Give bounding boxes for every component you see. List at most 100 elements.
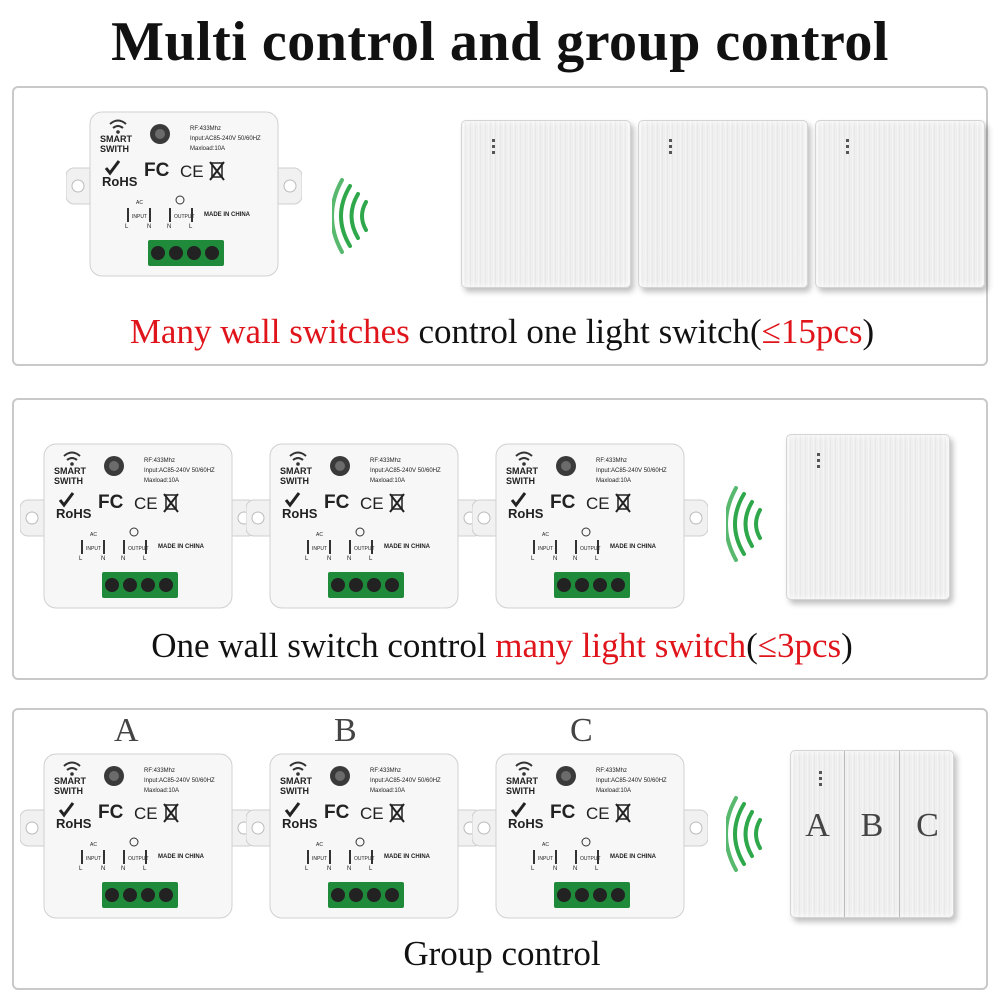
module-made-in: MADE IN CHINA [610, 854, 656, 860]
page-title: Multi control and group control [111, 11, 889, 73]
module-brand-2: SWITH [280, 786, 309, 796]
three-gang-wall-switch: A B C [790, 750, 954, 918]
rohs-logo: RoHS [56, 506, 92, 521]
terminal-n: N [347, 866, 352, 872]
module-input: Input:AC85-240V 50/60HZ [370, 468, 441, 474]
module-input: Input:AC85-240V 50/60HZ [596, 468, 667, 474]
module-maxload: Maxload:10A [144, 788, 180, 794]
module-brand-2: SWITH [506, 476, 535, 486]
module-ac: AC [136, 200, 143, 206]
module-brand-2: SWITH [100, 144, 129, 154]
fc-logo: FC [550, 802, 576, 823]
module-brand-2: SWITH [280, 476, 309, 486]
module-input-label: INPUT [132, 214, 147, 220]
ce-logo: CE [180, 162, 204, 181]
terminal-n: N [327, 556, 332, 562]
caption-highlight: many light switch [495, 626, 747, 665]
terminal-l: L [305, 556, 309, 562]
terminal-l: L [143, 556, 147, 562]
module-brand: SMART [506, 466, 538, 476]
module-made-in: MADE IN CHINA [384, 544, 430, 550]
module-maxload: Maxload:10A [144, 478, 180, 484]
group-label-b: B [334, 712, 357, 749]
module-ac: AC [316, 532, 323, 538]
ce-logo: CE [360, 494, 384, 513]
module-brand: SMART [54, 776, 86, 786]
module-brand: SMART [280, 466, 312, 476]
caption-text: ( [746, 626, 758, 665]
module-rf: RF:433Mhz [190, 126, 222, 132]
module-housing [246, 443, 482, 609]
rohs-logo: RoHS [282, 816, 318, 831]
module-rf: RF:433Mhz [144, 768, 176, 774]
caption-text: ) [841, 626, 853, 665]
module-made-in: MADE IN CHINA [610, 544, 656, 550]
module-brand-2: SWITH [54, 476, 83, 486]
wireless-signal-icon [332, 178, 368, 254]
module-brand: SMART [506, 776, 538, 786]
module-ac: AC [542, 532, 549, 538]
module-output-label: OUTPUT [354, 546, 375, 552]
module-output-label: OUTPUT [128, 546, 149, 552]
module-brand: SMART [100, 134, 132, 144]
module-housing [66, 111, 302, 277]
gang-c: C [900, 751, 955, 917]
terminal-l: L [595, 556, 599, 562]
caption-limit: ≤3pcs [757, 626, 842, 665]
module-output-label: OUTPUT [580, 546, 601, 552]
terminal-l: L [143, 866, 147, 872]
terminal-l: L [125, 224, 129, 230]
terminal-n: N [101, 866, 106, 872]
module-brand-2: SWITH [506, 786, 535, 796]
caption-highlight: Many wall switches [129, 312, 410, 351]
caption-text: ) [862, 312, 875, 351]
module-ac: AC [542, 842, 549, 848]
terminal-l: L [369, 556, 373, 562]
caption-one-to-many: One wall switch control many light switc… [14, 626, 990, 666]
caption-limit: ≤15pcs [761, 312, 863, 351]
gang-a: A [791, 751, 845, 917]
terminal-l: L [531, 866, 535, 872]
wall-switch [461, 120, 631, 288]
caption-text: One wall switch control [151, 626, 496, 665]
smart-switch-module: SMART SWITH RF:433Mhz Input:AC85-240V 50… [472, 440, 708, 612]
module-input: Input:AC85-240V 50/60HZ [144, 778, 215, 784]
module-ac: AC [316, 842, 323, 848]
rohs-logo: RoHS [56, 816, 92, 831]
smart-switch-module: SMART SWITH RF:433Mhz Input:AC85-240V 50… [20, 440, 256, 612]
wall-switch [638, 120, 808, 288]
terminal-n: N [327, 866, 332, 872]
terminal-l: L [531, 556, 535, 562]
module-rf: RF:433Mhz [370, 768, 402, 774]
terminal-l: L [79, 866, 83, 872]
rohs-logo: RoHS [508, 506, 544, 521]
module-input-label: INPUT [312, 546, 327, 552]
smart-switch-module: SMART SWITH RF:433Mhz Input:AC85-240V 50… [246, 750, 482, 922]
panel-multi-control: SMART SWITH RF:433Mhz Input:AC85-240V 50… [12, 86, 988, 366]
ce-logo: CE [360, 804, 384, 823]
terminal-n: N [147, 224, 152, 230]
terminal-n: N [573, 866, 578, 872]
module-made-in: MADE IN CHINA [158, 854, 204, 860]
group-label-a: A [114, 712, 139, 749]
terminal-n: N [167, 224, 172, 230]
panel-group-control: A B C SMART SWITH RF:433Mhz Input:AC85-2… [12, 708, 988, 990]
module-rf: RF:433Mhz [596, 768, 628, 774]
module-rf: RF:433Mhz [596, 458, 628, 464]
terminal-l: L [305, 866, 309, 872]
fc-logo: FC [550, 492, 576, 513]
module-maxload: Maxload:10A [190, 146, 226, 152]
terminal-l: L [79, 556, 83, 562]
module-maxload: Maxload:10A [596, 788, 632, 794]
wireless-signal-icon [726, 486, 762, 562]
rohs-logo: RoHS [282, 506, 318, 521]
module-maxload: Maxload:10A [596, 478, 632, 484]
module-input-label: INPUT [312, 856, 327, 862]
module-rf: RF:433Mhz [370, 458, 402, 464]
smart-switch-module: SMART SWITH RF:433Mhz Input:AC85-240V 50… [472, 750, 708, 922]
module-output-label: OUTPUT [174, 214, 195, 220]
module-input: Input:AC85-240V 50/60HZ [144, 468, 215, 474]
module-maxload: Maxload:10A [370, 478, 406, 484]
fc-logo: FC [324, 492, 350, 513]
terminal-n: N [121, 556, 126, 562]
